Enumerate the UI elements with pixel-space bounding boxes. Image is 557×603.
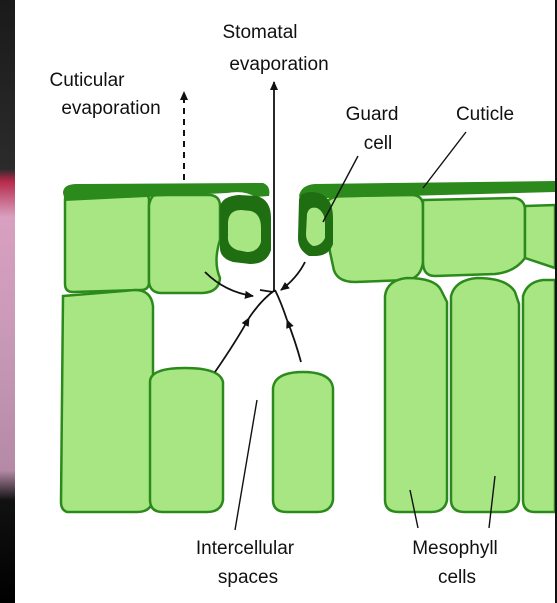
flow-arrow: [215, 318, 249, 372]
epidermal-cell: [325, 195, 423, 282]
intercellular-leader: [235, 400, 257, 530]
mesophyll-cell-left: [61, 290, 153, 512]
epidermal-cell: [149, 195, 220, 293]
epidermal-cell: [423, 198, 525, 276]
cuticular-evaporation-label-line2: evaporation: [61, 98, 160, 119]
guard-cell-label-line2: cell: [364, 133, 393, 154]
guard-cell-left: [220, 195, 271, 264]
flow-arrow: [249, 290, 275, 318]
mesophyll-cell: [451, 278, 519, 512]
mesophyll-cell: [150, 368, 223, 512]
epidermis-right: [325, 195, 555, 282]
intercellular-spaces-label-line2: spaces: [218, 567, 278, 588]
epidermal-cell: [525, 205, 555, 268]
guard-cell-lumen: [228, 210, 261, 252]
mesophyll-cells-label-line2: cells: [438, 567, 476, 588]
mesophyll-cell: [385, 278, 447, 512]
mesophyll-cell: [273, 372, 333, 512]
mesophyll-cell: [523, 280, 555, 512]
flow-arrow: [287, 320, 301, 362]
guard-cell-right: [298, 192, 333, 256]
stomatal-evaporation-label-line2: evaporation: [229, 54, 328, 75]
flow-arrow: [260, 290, 273, 292]
background-photo-graphic: [0, 0, 15, 603]
cuticular-evaporation-label-line1: Cuticular: [50, 70, 126, 91]
flow-arrow: [281, 262, 305, 290]
mesophyll-cells-label-line1: Mesophyll: [412, 538, 498, 559]
cuticle-label: Cuticle: [456, 104, 514, 125]
stomatal-evaporation-label-line1: Stomatal: [223, 22, 298, 43]
background-photo-strip: [0, 0, 15, 603]
epidermis-left: [65, 195, 220, 293]
guard-cell-lumen: [306, 208, 325, 246]
epidermal-cell: [65, 195, 149, 292]
diagram-panel: Stomatal evaporation Cuticular evaporati…: [15, 0, 555, 603]
cuticle-leader: [423, 132, 466, 188]
guard-cell-label-line1: Guard: [346, 104, 399, 125]
leaf-cross-section-diagram: Stomatal evaporation Cuticular evaporati…: [15, 0, 555, 603]
intercellular-spaces-label-line1: Intercellular: [196, 538, 295, 559]
flow-arrow: [275, 290, 287, 320]
